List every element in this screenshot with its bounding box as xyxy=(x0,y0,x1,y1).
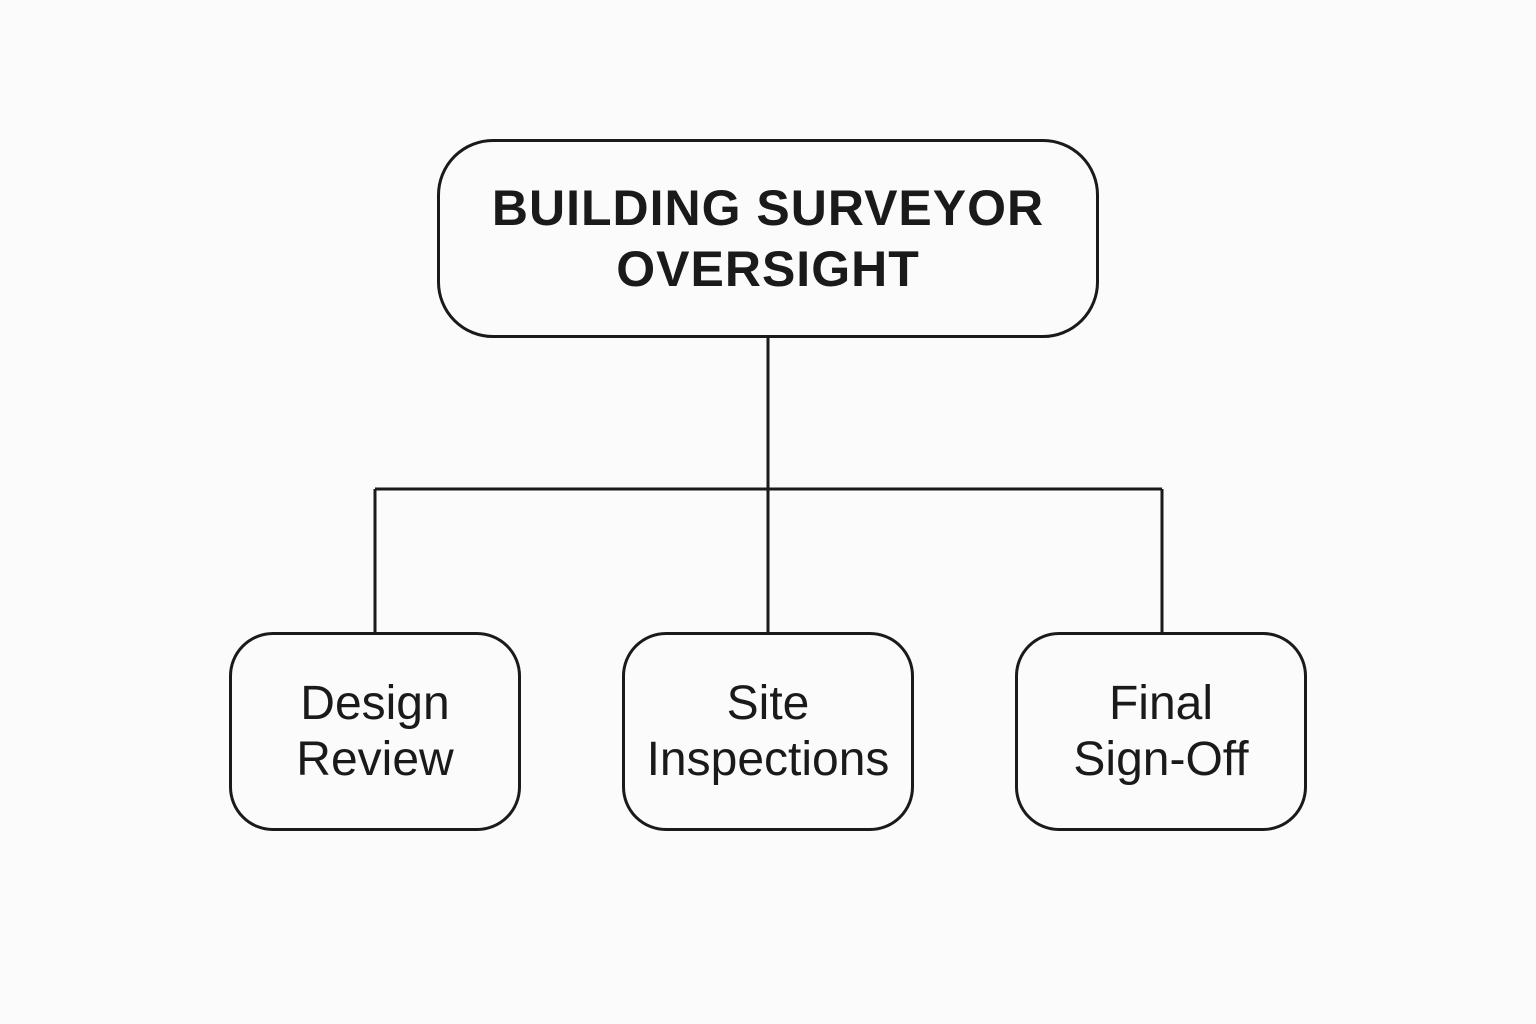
node-final-sign-off-label-line-2: Sign-Off xyxy=(1073,732,1249,786)
node-root-label-line-1: BUILDING SURVEYOR xyxy=(491,179,1045,236)
node-design-review-label-line-1: Design xyxy=(300,676,450,730)
node-site-inspections-label-line-2: Inspections xyxy=(646,732,890,786)
node-root-label-line-2: OVERSIGHT xyxy=(616,240,920,297)
node-design-review-label-line-2: Review xyxy=(296,732,454,786)
node-final-sign-off: Final Sign-Off xyxy=(1015,632,1307,831)
node-design-review: Design Review xyxy=(229,632,521,831)
node-site-inspections-label-line-1: Site xyxy=(726,676,810,730)
node-final-sign-off-label-line-1: Final xyxy=(1108,676,1214,730)
node-building-surveyor-oversight: BUILDING SURVEYOR OVERSIGHT xyxy=(437,139,1099,338)
node-site-inspections: Site Inspections xyxy=(622,632,914,831)
